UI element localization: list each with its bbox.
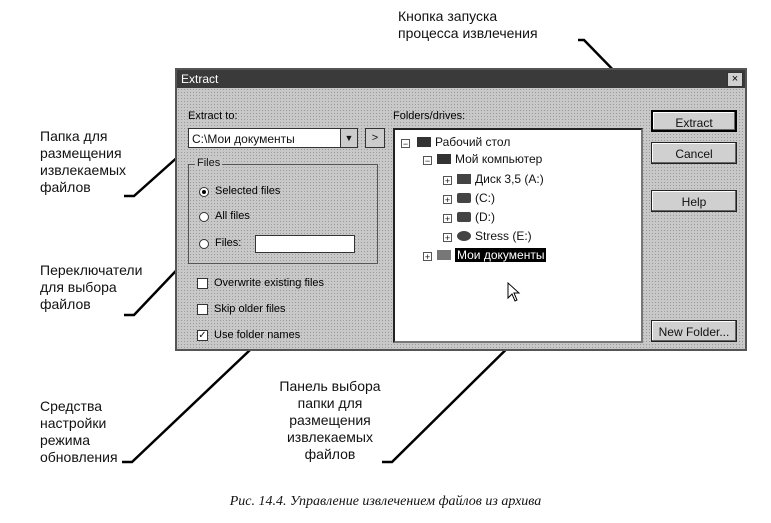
files-group: Files Selected files All files Files: [188,157,378,264]
tree-item-label: (C:) [475,191,495,205]
expander-icon[interactable]: + [423,252,432,262]
annotation-line: Средства [40,398,103,414]
expander-icon[interactable]: + [443,233,452,243]
radio-all-files-label: All files [215,210,250,222]
annotation-line: Кнопка запуска [398,8,498,24]
help-button[interactable]: Help [651,190,737,212]
dialog-titlebar: Extract × [177,70,745,88]
radio-files[interactable] [199,239,209,249]
extract-to-value: C:\Мои документы [192,132,295,146]
tree-item-e[interactable]: Stress (E:) [457,229,532,243]
annotation-line: режима [40,432,91,448]
expander-icon[interactable]: + [443,195,452,205]
annotation-line: файлов [40,296,91,312]
expander-icon[interactable]: + [443,176,452,186]
tree-item-c[interactable]: (C:) [457,191,495,205]
tree-item-floppy[interactable]: Диск 3,5 (A:) [457,172,544,186]
radio-selected-files[interactable] [199,187,209,197]
folders-label: Folders/drives: [393,110,466,122]
annotation-tree-panel: Панель выбора папки для размещения извле… [270,378,390,463]
annotation-extract-button: Кнопка запуска процесса извлечения [398,8,538,42]
tree-item-my-documents[interactable]: Мои документы [437,248,547,262]
annotation-folder: Папка для размещения извлекаемых файлов [40,128,126,196]
close-icon[interactable]: × [727,72,743,87]
computer-icon [437,154,451,164]
expander-icon[interactable]: + [443,214,452,224]
annotation-line: папки для [297,395,363,411]
files-mask-input[interactable] [255,235,355,253]
annotation-line: настройки [40,415,107,431]
cancel-button[interactable]: Cancel [651,142,737,164]
radio-files-label: Files: [215,237,242,249]
browse-button[interactable]: > [365,128,385,148]
radio-selected-files-label: Selected files [215,185,281,197]
annotation-line: процесса извлечения [398,25,538,41]
checkbox-use-folder-names[interactable]: ✓ [197,330,208,341]
tree-item-d[interactable]: (D:) [457,210,495,224]
annotation-line: Панель выбора [279,378,381,394]
tree-item-label: Мой компьютер [455,152,543,166]
annotation-line: для выбора [40,279,117,295]
folder-icon [437,250,451,260]
expander-icon[interactable]: − [401,139,410,149]
files-group-title: Files [195,157,223,169]
leader-radio [124,255,191,317]
desktop-icon [417,137,431,147]
annotation-line: файлов [40,179,91,195]
hard-drive-icon [457,193,471,203]
checkbox-use-folder-names-label: Use folder names [214,329,301,341]
figure-caption: Рис. 14.4. Управление извлечением файлов… [229,494,542,509]
tree-item-label: Диск 3,5 (A:) [475,172,544,186]
checkbox-overwrite[interactable] [197,278,208,289]
tree-item-label: Stress (E:) [475,229,532,243]
extract-to-combo[interactable]: C:\Мои документы ▼ [188,128,358,148]
annotation-line: извлекаемых [286,429,373,445]
checkbox-overwrite-label: Overwrite existing files [214,277,325,289]
extract-to-label: Extract to: [188,110,238,122]
cd-drive-icon [457,231,471,241]
folder-tree[interactable]: − Рабочий стол − Мой компьютер + Диск 3,… [393,128,643,343]
leader-tree [382,315,541,464]
checkbox-skip-older[interactable] [197,304,208,315]
annotation-update-options: Средства настройки режима обновления [40,398,118,466]
annotation-line: файлов [304,446,356,462]
radio-all-files[interactable] [199,212,209,222]
expander-icon[interactable]: − [423,156,432,166]
dialog-title: Extract [181,72,219,86]
annotation-line: размещения [289,412,371,428]
extract-dialog: Extract × Extract to: C:\Мои документы ▼… [175,68,747,351]
annotation-line: обновления [40,449,118,465]
chevron-down-icon[interactable]: ▼ [340,129,357,147]
checkbox-skip-older-label: Skip older files [214,303,286,315]
annotation-line: Переключатели [40,262,143,278]
new-folder-button[interactable]: New Folder... [651,320,737,342]
annotation-line: Папка для [40,128,108,144]
tree-item-label: Рабочий стол [435,135,511,149]
mouse-pointer-icon [507,282,521,302]
annotation-line: извлекаемых [40,162,127,178]
tree-item-label: Мои документы [455,248,547,262]
extract-button[interactable]: Extract [651,110,737,132]
leader-folder [124,145,191,198]
leader-update [122,349,251,464]
annotation-radio-switches: Переключатели для выбора файлов [40,262,142,313]
tree-item-my-computer[interactable]: Мой компьютер [437,152,542,166]
tree-item-desktop[interactable]: Рабочий стол [417,135,510,149]
annotation-line: размещения [40,145,122,161]
tree-item-label: (D:) [475,210,495,224]
hard-drive-icon [457,212,471,222]
floppy-drive-icon [457,174,471,184]
